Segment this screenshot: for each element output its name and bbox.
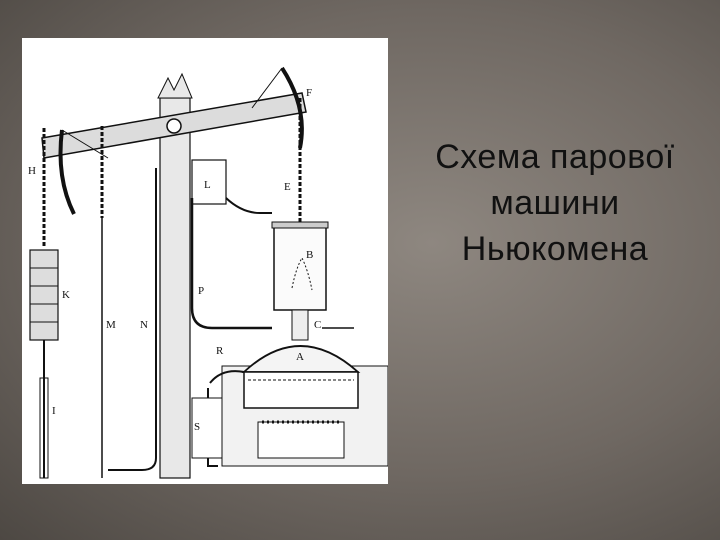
title-line-1: Схема парової <box>435 138 675 176</box>
pipe-p <box>190 198 272 330</box>
pillar-broken-top <box>157 72 193 99</box>
steam-cylinder <box>273 223 327 311</box>
newcomen-engine-diagram: F H E L B K P M N C R A I S <box>28 66 388 479</box>
label-l: L <box>204 179 211 191</box>
boiler-body <box>243 371 359 409</box>
counterweight <box>29 249 59 341</box>
pump-barrel <box>39 377 49 479</box>
label-b: B <box>306 249 313 261</box>
title-line-3: Ньюкомена <box>461 230 649 268</box>
engine-diagram-panel: F H E L B K P M N C R A I S <box>22 38 388 484</box>
boiler-dome <box>241 345 361 373</box>
label-h: H <box>28 165 36 177</box>
label-r: R <box>216 345 224 357</box>
label-e: E <box>284 181 291 193</box>
title-line-2: машини <box>490 184 620 222</box>
hot-well <box>191 397 223 459</box>
cylinder-piston <box>271 221 329 229</box>
label-m: M <box>106 319 116 331</box>
arch-strut-left <box>61 129 109 159</box>
label-s: S <box>194 421 200 433</box>
label-n: N <box>140 319 148 331</box>
furnace-opening <box>257 421 345 459</box>
label-f: F <box>306 87 312 99</box>
pipe-n <box>108 168 157 471</box>
label-p: P <box>198 285 204 297</box>
label-k: K <box>62 289 70 301</box>
masonry-pillar <box>159 97 191 479</box>
label-a: A <box>296 351 304 363</box>
arch-strut-right <box>251 67 283 109</box>
boiler-neck <box>291 309 309 341</box>
injection-pipe <box>225 197 272 214</box>
water-cistern <box>191 159 227 205</box>
eduction-pipe <box>209 370 245 384</box>
beam-pivot <box>166 118 182 134</box>
arch-head-left <box>58 129 76 215</box>
slide-title: Схема парової машини Ньюкомена <box>400 134 710 272</box>
label-i: I <box>52 405 56 417</box>
label-c: C <box>314 319 321 331</box>
